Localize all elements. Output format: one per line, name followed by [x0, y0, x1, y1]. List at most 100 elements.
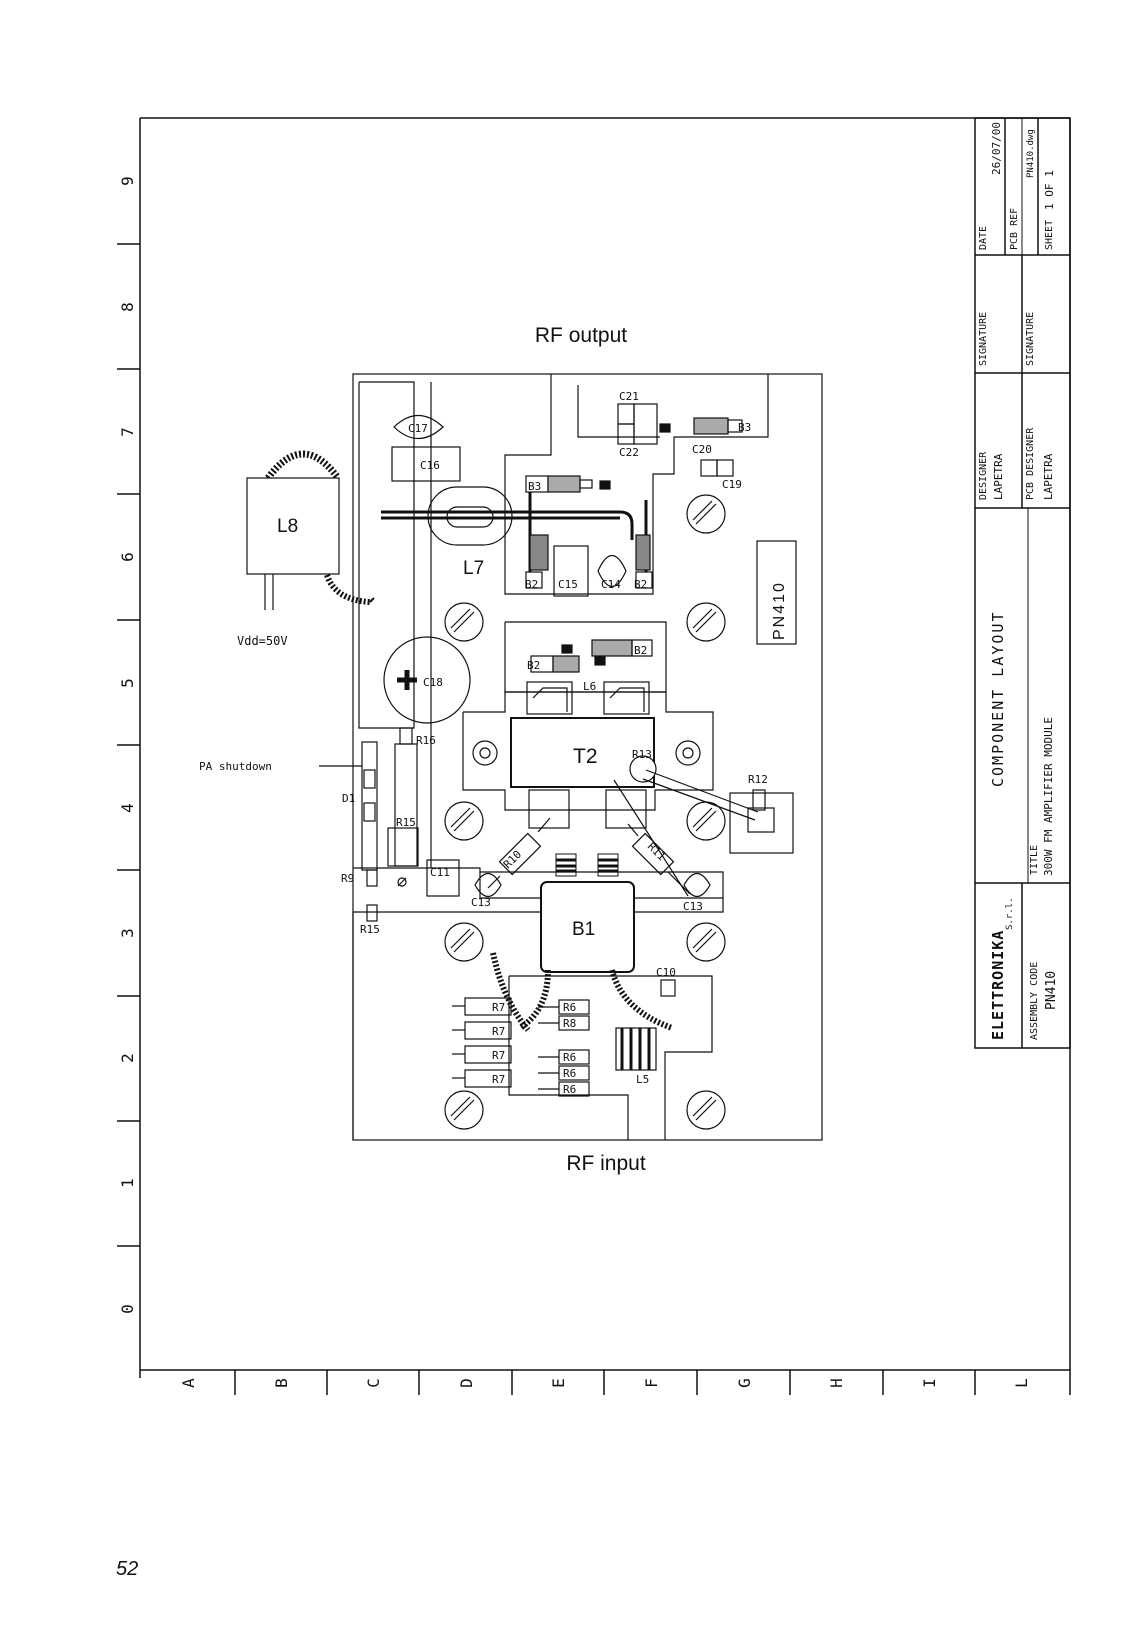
l6-label: L6 — [583, 680, 596, 693]
r12-label: R12 — [748, 773, 768, 786]
inductor-l5 — [615, 1027, 657, 1071]
mounting-screw — [686, 922, 726, 962]
inductor-l7 — [381, 486, 634, 546]
balun-b2 — [526, 639, 653, 715]
c21-label: C21 — [619, 390, 639, 403]
input-coax-center — [518, 969, 551, 1031]
b3-label: B3 — [528, 480, 541, 493]
title-value: 300W FM AMPLIFIER MODULE — [1042, 717, 1055, 876]
designer-label: DESIGNER — [978, 451, 989, 500]
resistor-r10 — [487, 817, 551, 889]
designer-value: LAPETRA — [992, 453, 1005, 500]
c12-label: C13 — [471, 896, 491, 909]
row-label: 4 — [118, 803, 137, 813]
row-label: 5 — [118, 678, 137, 688]
b1-label: B1 — [572, 919, 595, 940]
pa-shutdown-block — [319, 727, 460, 922]
mounting-screw — [686, 494, 726, 534]
capacitor-c12 — [474, 872, 502, 898]
pcb-designer-label: PCB DESIGNER — [1025, 427, 1036, 500]
pcb-ref-value: PN410.dwg — [1026, 129, 1036, 178]
c13-label: C13 — [683, 900, 703, 913]
transistor-t2 — [472, 717, 701, 829]
pa-shutdown-label: PA shutdown — [199, 760, 272, 773]
rf-output-label: RF output — [535, 324, 627, 347]
r13-label: R13 — [632, 748, 652, 761]
r6-label: R6 — [563, 1067, 576, 1080]
row-label: 1 — [118, 1178, 137, 1188]
d1-label: D1 — [342, 792, 355, 805]
resistor-r6-group — [538, 999, 590, 1097]
b3-label-top: B3 — [738, 421, 751, 434]
c15-label: C15 — [558, 578, 578, 591]
sheet-value: 1 OF 1 — [1043, 170, 1056, 210]
c18-label: C18 — [423, 676, 443, 689]
l8-label: L8 — [277, 516, 298, 537]
capacitor-c18 — [383, 636, 471, 724]
date-value: 26/07/00 — [990, 122, 1003, 175]
pcb-ref-label: PCB REF — [1009, 208, 1020, 250]
column-label: E — [549, 1378, 568, 1388]
c20-label: C20 — [692, 443, 712, 456]
capacitor-c17 — [393, 414, 444, 440]
r7-label: R7 — [492, 1049, 505, 1062]
sheet-label: SHEET — [1044, 220, 1055, 250]
pcb-board — [352, 373, 823, 1141]
board-id-box — [756, 540, 797, 645]
column-label: H — [827, 1378, 846, 1388]
r15-label-lower: R15 — [360, 923, 380, 936]
r6-label: R6 — [563, 1083, 576, 1096]
c19-label: C19 — [722, 478, 742, 491]
row-label: 7 — [118, 427, 137, 437]
title-label: TITLE — [1029, 845, 1040, 875]
row-label: 2 — [118, 1053, 137, 1063]
t2-label: T2 — [573, 745, 598, 768]
company-logo: ELETTRONIKA — [989, 930, 1007, 1040]
column-label: C — [364, 1378, 383, 1388]
c22-label: C22 — [619, 446, 639, 459]
capacitor-c20 — [700, 459, 734, 477]
r9-label: R9 — [341, 872, 354, 885]
r6-label: R6 — [563, 1001, 576, 1014]
r7-label: R7 — [492, 1001, 505, 1014]
assembly-code-value: PN410 — [1044, 971, 1059, 1010]
balun-b1 — [540, 881, 635, 973]
mounting-screw — [444, 922, 484, 962]
r6-label: R6 — [563, 1051, 576, 1064]
pcb-designer-value: LAPETRA — [1042, 453, 1055, 500]
c11-label: C11 — [430, 866, 450, 879]
capacitor-c21 — [617, 403, 743, 445]
mounting-screw — [444, 801, 484, 841]
mounting-screw — [444, 602, 484, 642]
assembly-code-label: ASSEMBLY CODE — [1029, 962, 1040, 1040]
b2-label-left: B2 — [525, 578, 538, 591]
resistor-r13-pad — [629, 755, 657, 783]
mounting-screw — [686, 1090, 726, 1130]
title-block — [974, 117, 1071, 1049]
input-coax-left — [490, 952, 531, 1032]
resistor-r7-group — [452, 997, 512, 1088]
l7-label: L7 — [463, 558, 484, 579]
row-label: 0 — [118, 1304, 137, 1314]
ferrite-beads — [555, 853, 619, 877]
b2-label-lower-right: B2 — [634, 644, 647, 657]
column-label: B — [272, 1378, 291, 1388]
resistor-r12 — [642, 769, 794, 854]
date-label: DATE — [978, 226, 989, 250]
capacitor-c10 — [660, 979, 676, 997]
mounting-screw — [686, 602, 726, 642]
r16-label: R16 — [416, 734, 436, 747]
signature-label: SIGNATURE — [978, 312, 989, 366]
l5-label: L5 — [636, 1073, 649, 1086]
c10-label: C10 — [656, 966, 676, 979]
row-label: 9 — [118, 176, 137, 186]
row-label: 6 — [118, 552, 137, 562]
resistor-r11 — [613, 779, 691, 897]
inductor-l8 — [246, 450, 375, 610]
c16-label: C16 — [420, 459, 440, 472]
column-label: D — [457, 1378, 476, 1388]
balun-b3 — [525, 475, 653, 597]
column-label: I — [920, 1378, 939, 1388]
